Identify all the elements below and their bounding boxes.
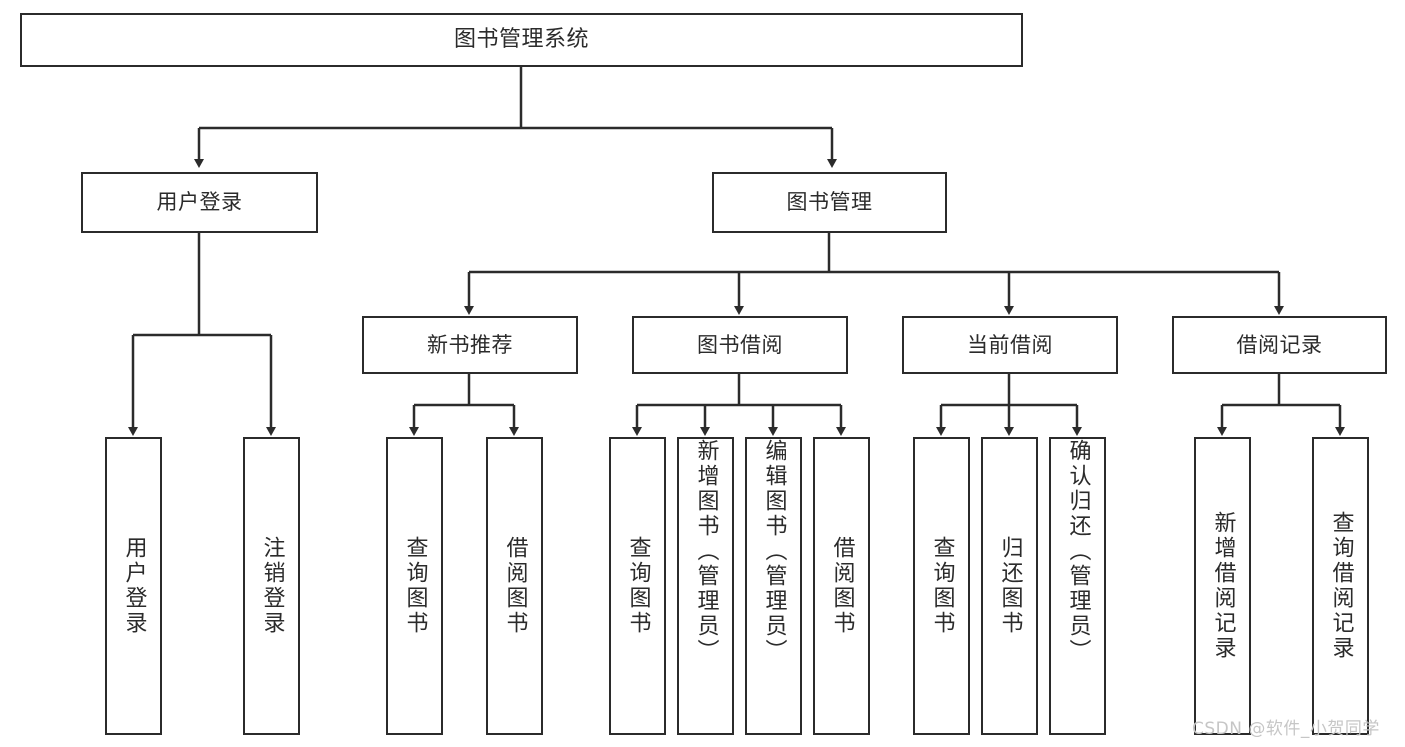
node-label: 新增图书（管理员） <box>693 439 719 664</box>
csdn-watermark: CSDN @软件_小贺同学 <box>1192 719 1380 739</box>
node-label: 注销登录 <box>259 536 285 636</box>
node-label: 归还图书 <box>997 536 1023 636</box>
leaf-query-borrow-record[interactable]: 查询借阅记录 <box>1312 437 1369 735</box>
node-book-management[interactable]: 图书管理 <box>712 172 947 233</box>
node-label: 借阅记录 <box>1236 332 1323 357</box>
node-current-borrow[interactable]: 当前借阅 <box>902 316 1118 374</box>
leaf-borrow-book-recommend[interactable]: 借阅图书 <box>486 437 543 735</box>
leaf-query-book-borrow[interactable]: 查询图书 <box>609 437 666 735</box>
node-label: 用户登录 <box>156 190 243 215</box>
node-borrow-record[interactable]: 借阅记录 <box>1172 316 1387 374</box>
node-label: 编辑图书（管理员） <box>761 439 787 664</box>
leaf-user-login[interactable]: 用户登录 <box>105 437 162 735</box>
node-user-login[interactable]: 用户登录 <box>81 172 318 233</box>
node-label: 借阅图书 <box>829 536 855 636</box>
node-label: 查询借阅记录 <box>1328 511 1354 661</box>
node-label: 新书推荐 <box>427 332 513 357</box>
leaf-logout[interactable]: 注销登录 <box>243 437 300 735</box>
node-label: 图书管理 <box>786 190 873 215</box>
leaf-edit-book-admin[interactable]: 编辑图书（管理员） <box>745 437 802 735</box>
leaf-return-book[interactable]: 归还图书 <box>981 437 1038 735</box>
node-label: 查询图书 <box>929 536 955 636</box>
node-label: 用户登录 <box>121 536 147 636</box>
node-new-book-recommend[interactable]: 新书推荐 <box>362 316 578 374</box>
node-label: 新增借阅记录 <box>1210 511 1236 661</box>
leaf-query-book-current[interactable]: 查询图书 <box>913 437 970 735</box>
leaf-add-borrow-record[interactable]: 新增借阅记录 <box>1194 437 1251 735</box>
node-label: 当前借阅 <box>967 332 1053 357</box>
leaf-query-book-recommend[interactable]: 查询图书 <box>386 437 443 735</box>
node-label: 确认归还（管理员） <box>1065 439 1091 664</box>
node-label: 查询图书 <box>402 536 428 636</box>
leaf-add-book-admin[interactable]: 新增图书（管理员） <box>677 437 734 735</box>
node-label: 图书管理系统 <box>453 27 589 53</box>
node-root-library-system[interactable]: 图书管理系统 <box>20 13 1023 67</box>
node-book-borrow[interactable]: 图书借阅 <box>632 316 848 374</box>
node-label: 查询图书 <box>625 536 651 636</box>
leaf-borrow-book[interactable]: 借阅图书 <box>813 437 870 735</box>
node-label: 借阅图书 <box>502 536 528 636</box>
node-label: 图书借阅 <box>697 332 783 357</box>
leaf-confirm-return-admin[interactable]: 确认归还（管理员） <box>1049 437 1106 735</box>
